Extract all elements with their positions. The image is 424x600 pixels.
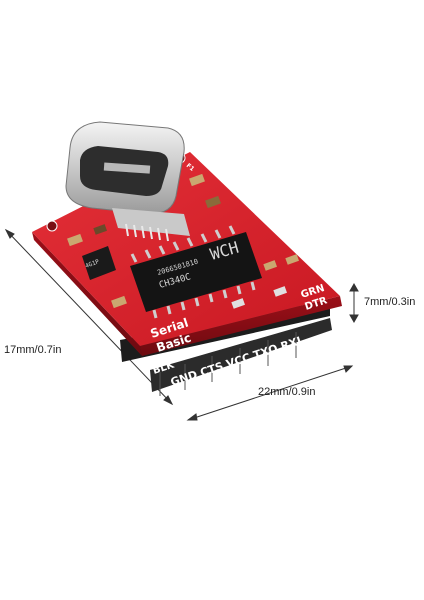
pcb-edge xyxy=(140,296,342,356)
ch340c-chip: CH340C 2066501810 WCH xyxy=(130,225,262,319)
mounting-hole xyxy=(46,220,58,232)
led-rx xyxy=(231,298,246,309)
pcb-edge xyxy=(32,232,142,356)
part-tag: F1 xyxy=(185,162,196,173)
arrow-head-icon xyxy=(343,365,354,373)
arrow-head-icon xyxy=(163,395,174,406)
usb-c-connector xyxy=(65,121,190,242)
height-dimension-label: 7mm/0.3in xyxy=(364,296,416,308)
arrow-head-icon xyxy=(349,314,359,324)
smd-components xyxy=(67,173,300,309)
length-dimension-label: 22mm/0.9in xyxy=(258,386,316,398)
arrow-head-icon xyxy=(186,413,198,421)
width-dimension-label: 17mm/0.7in xyxy=(4,344,62,356)
small-chip-label: 4G1P xyxy=(84,258,100,270)
arrow-head-icon xyxy=(4,228,15,239)
arrow-head-icon xyxy=(349,282,359,292)
length-dimension-line xyxy=(187,365,353,421)
led-tx xyxy=(273,286,288,297)
width-dimension-line xyxy=(5,229,173,405)
dimension-lines xyxy=(4,228,359,421)
small-chip: 4G1P xyxy=(82,246,116,280)
